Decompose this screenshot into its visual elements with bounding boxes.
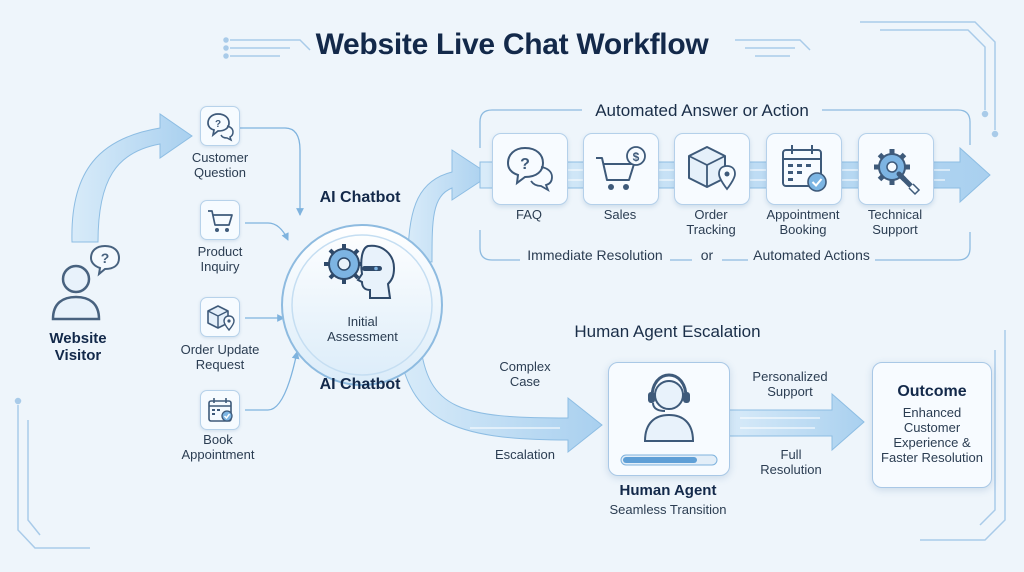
card-sales-label: Sales xyxy=(603,207,637,222)
circuit-decoration-bottom-right xyxy=(920,330,1006,541)
input-tile-product xyxy=(200,200,240,240)
automated-heading: Automated Answer or Action xyxy=(595,101,809,120)
circuit-decoration-top-left xyxy=(223,37,311,59)
card-order-tracking xyxy=(674,133,750,205)
svg-text:$: $ xyxy=(633,150,640,164)
automated-arrow-curve xyxy=(407,149,491,263)
chatbot-label-top: AI Chatbot xyxy=(319,189,401,206)
speech-bubbles-question-icon: ? xyxy=(506,146,553,193)
svg-text:?: ? xyxy=(520,156,530,173)
visitor-avatar xyxy=(48,255,104,325)
automated-bracket-bottom xyxy=(479,230,971,261)
input-tile-order xyxy=(200,297,240,337)
visitor-arrow xyxy=(71,113,193,243)
card-faq-label: FAQ xyxy=(515,207,542,222)
cart-dollar-icon: $ xyxy=(596,146,646,190)
human-agent-card xyxy=(608,362,730,476)
outcome-arrow xyxy=(727,392,865,452)
package-location-icon xyxy=(688,146,736,191)
visitor-person-icon xyxy=(51,264,101,321)
input-tile-question: ? xyxy=(200,106,240,146)
card-faq: ? xyxy=(492,133,568,205)
speech-bubbles-question-icon: ? xyxy=(207,113,234,142)
svg-text:?: ? xyxy=(101,250,110,266)
card-sales: $ xyxy=(583,133,659,205)
automated-footer-left: Immediate Resolution xyxy=(527,247,663,263)
escalation-heading: Human Agent Escalation xyxy=(574,322,761,341)
connector-question xyxy=(240,127,304,216)
gear-wrench-icon xyxy=(874,149,921,196)
headset-agent-icon xyxy=(620,373,718,466)
escalation-label: Escalation xyxy=(495,447,555,462)
circuit-decoration-bottom-left xyxy=(14,397,90,549)
outcome-title: Outcome xyxy=(897,383,967,400)
escalation-arrow xyxy=(397,341,603,454)
connector-appointment xyxy=(245,351,300,411)
visitor-question-bubble-icon: ? xyxy=(88,243,122,277)
shopping-cart-icon xyxy=(208,210,233,232)
chatbot-circle-outer xyxy=(281,224,443,386)
calendar-check-icon xyxy=(208,398,233,422)
human-agent-title: Human Agent xyxy=(619,482,717,499)
automated-footer-mid: or xyxy=(700,247,714,263)
human-agent-subtitle: Seamless Transition xyxy=(609,502,727,517)
chatbot-label-bottom: AI Chatbot xyxy=(319,376,401,393)
automated-bracket-top xyxy=(479,109,971,148)
card-appointment-booking xyxy=(766,133,842,205)
card-technical-support xyxy=(858,133,934,205)
calendar-check-icon xyxy=(782,145,827,192)
robot-head-gear-icon xyxy=(320,238,404,308)
input-tile-appointment xyxy=(200,390,240,430)
page-title: Website Live Chat Workflow xyxy=(315,28,709,61)
svg-text:?: ? xyxy=(215,119,221,130)
package-location-icon xyxy=(207,305,235,332)
connector-product xyxy=(245,222,289,241)
circuit-decoration-top-right xyxy=(735,21,999,138)
outcome-card xyxy=(872,362,992,488)
chatbot-circle-inner xyxy=(291,234,433,376)
automated-footer-right: Automated Actions xyxy=(753,247,870,263)
